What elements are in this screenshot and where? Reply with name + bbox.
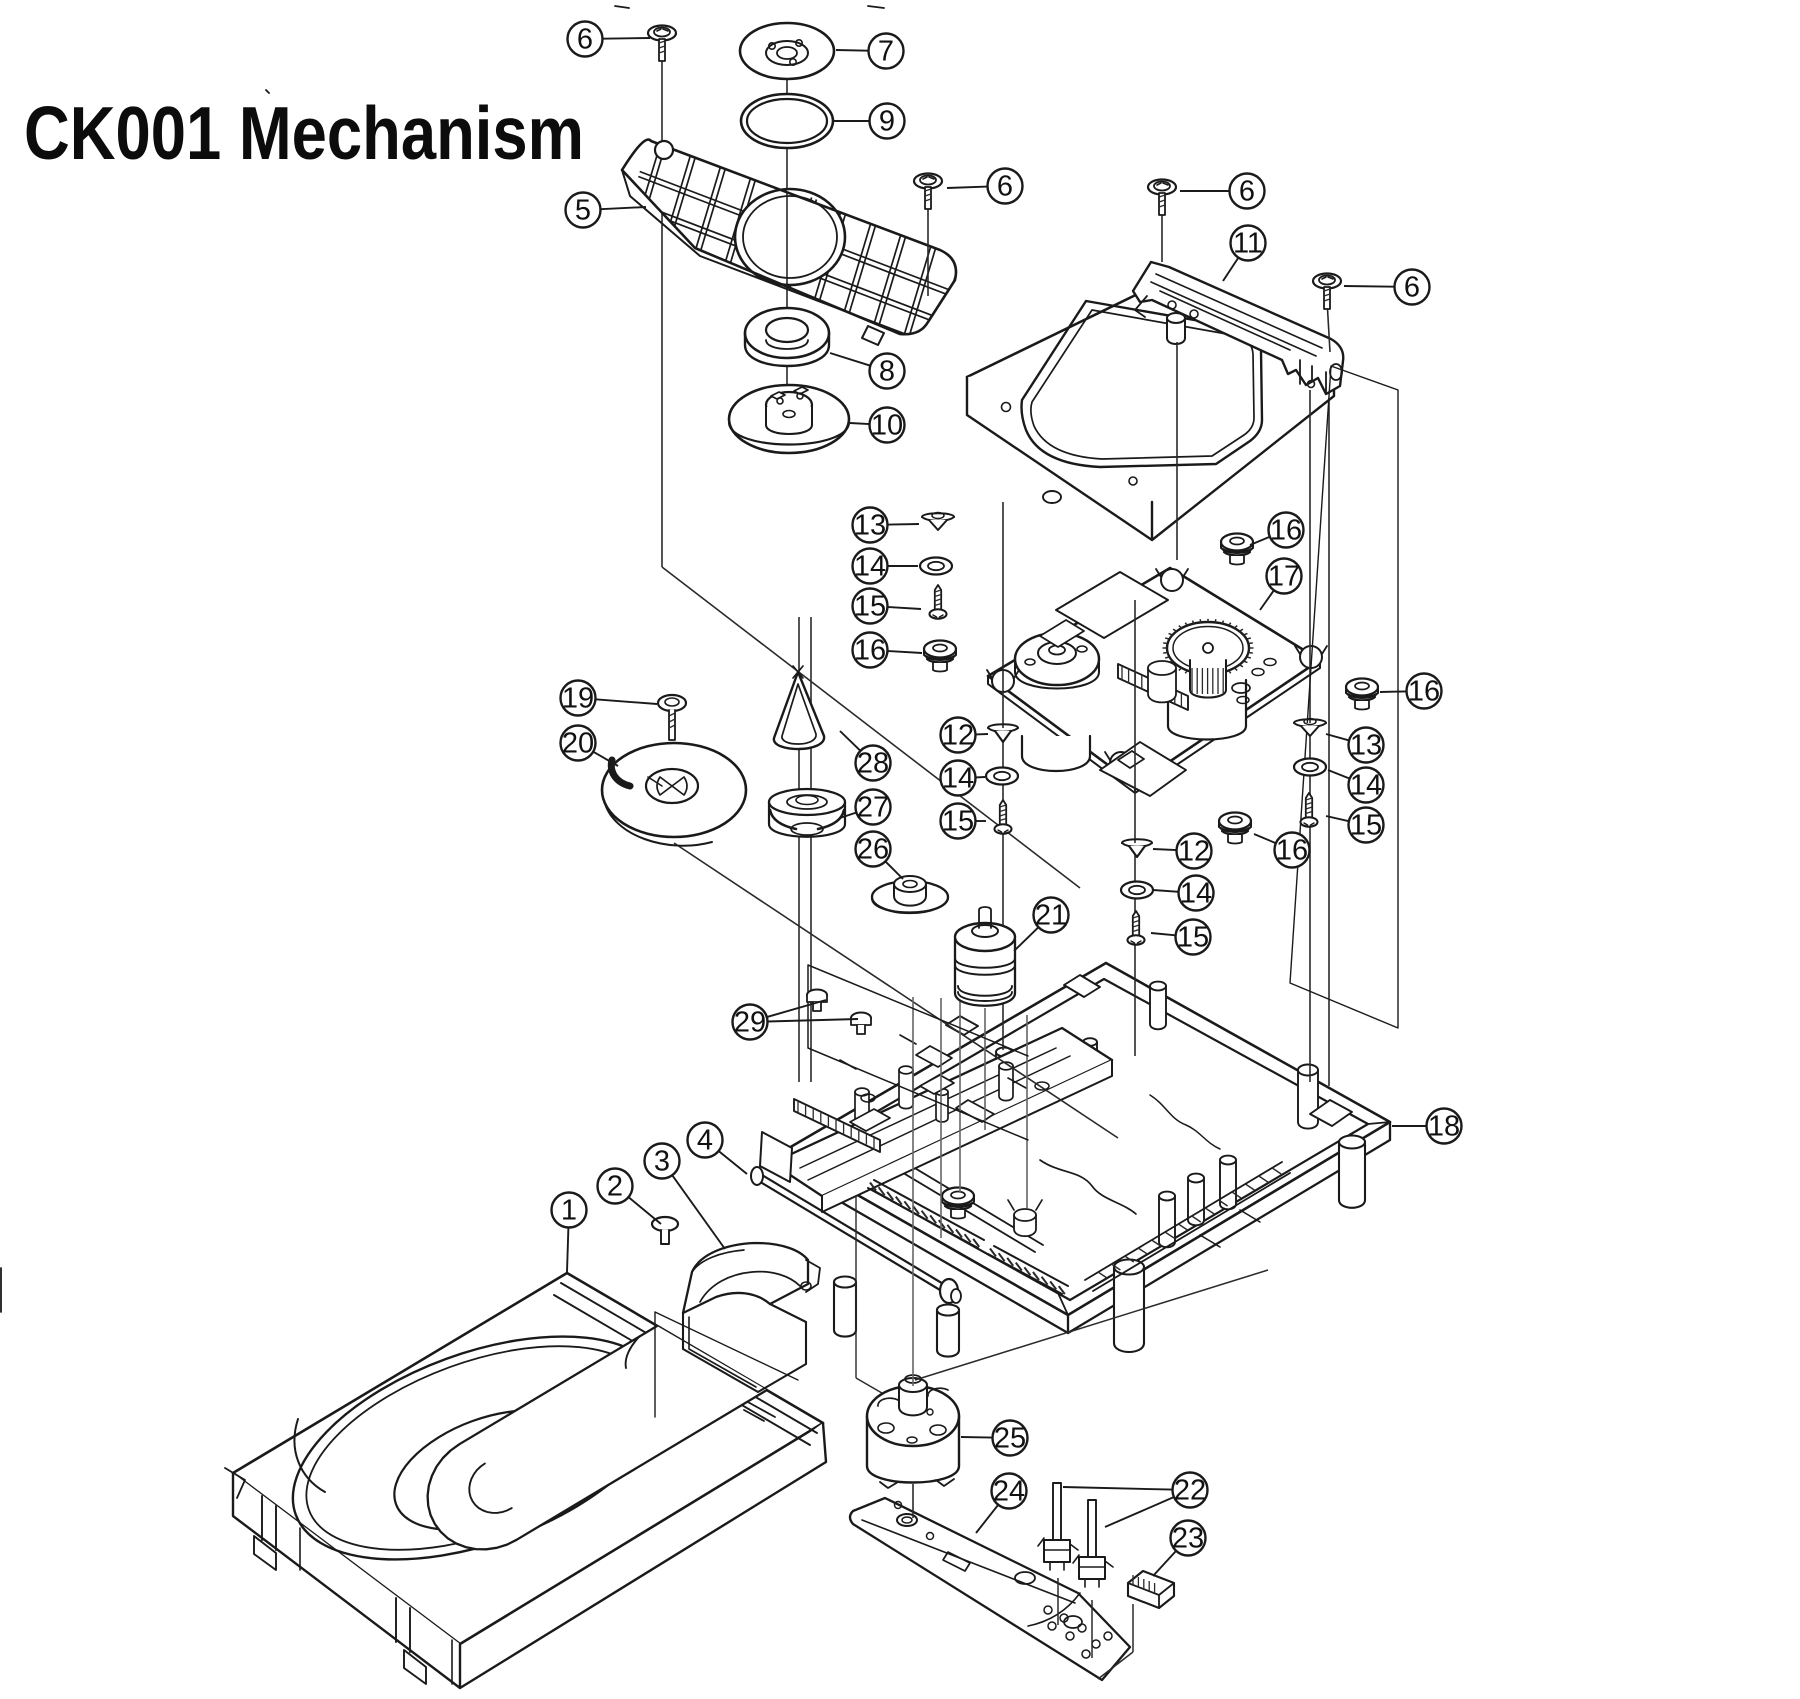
svg-text:29: 29	[734, 1007, 766, 1039]
svg-text:11: 11	[1233, 228, 1263, 260]
svg-text:16: 16	[1276, 835, 1308, 867]
svg-text:26: 26	[857, 834, 889, 866]
svg-text:28: 28	[857, 748, 889, 780]
svg-text:3: 3	[654, 1146, 670, 1178]
svg-text:16: 16	[1408, 676, 1440, 708]
svg-text:5: 5	[575, 195, 591, 227]
svg-text:16: 16	[854, 635, 886, 667]
svg-text:9: 9	[879, 106, 895, 138]
svg-text:20: 20	[562, 728, 594, 760]
svg-text:10: 10	[871, 410, 903, 442]
svg-text:15: 15	[942, 806, 974, 838]
svg-text:2: 2	[607, 1171, 623, 1203]
svg-text:6: 6	[1239, 176, 1255, 208]
svg-text:7: 7	[878, 36, 894, 68]
svg-text:17: 17	[1268, 561, 1300, 593]
svg-text:8: 8	[879, 356, 895, 388]
svg-text:19: 19	[562, 683, 594, 715]
svg-text:6: 6	[1404, 272, 1420, 304]
svg-text:15: 15	[854, 591, 886, 623]
svg-text:24: 24	[993, 1476, 1025, 1508]
svg-text:13: 13	[854, 510, 886, 542]
svg-text:6: 6	[997, 171, 1013, 203]
svg-text:15: 15	[1350, 810, 1382, 842]
svg-text:6: 6	[577, 24, 593, 56]
svg-text:13: 13	[1350, 730, 1382, 762]
svg-text:14: 14	[854, 551, 886, 583]
svg-text:12: 12	[1178, 836, 1210, 868]
svg-text:CK001 Mechanism: CK001 Mechanism	[24, 91, 584, 175]
svg-text:18: 18	[1428, 1111, 1460, 1143]
svg-text:14: 14	[1180, 878, 1212, 910]
svg-text:12: 12	[942, 720, 974, 752]
svg-text:22: 22	[1174, 1475, 1206, 1507]
svg-text:25: 25	[994, 1423, 1026, 1455]
svg-text:4: 4	[697, 1125, 713, 1157]
svg-text:21: 21	[1035, 900, 1067, 932]
svg-text:1: 1	[561, 1195, 577, 1227]
svg-text:23: 23	[1172, 1523, 1204, 1555]
svg-text:14: 14	[942, 763, 974, 795]
svg-text:27: 27	[857, 792, 889, 824]
svg-text:14: 14	[1350, 770, 1382, 802]
svg-text:15: 15	[1177, 922, 1209, 954]
svg-text:16: 16	[1270, 515, 1302, 547]
